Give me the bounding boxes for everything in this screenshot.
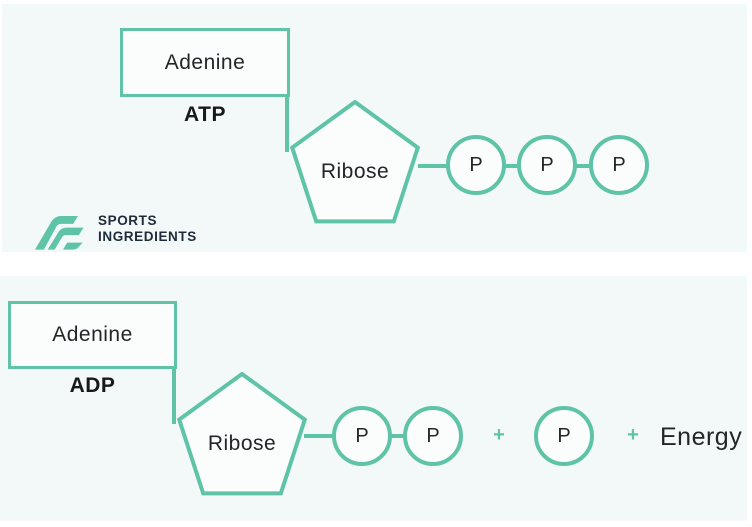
atp-ribose-pentagon: Ribose: [285, 100, 425, 236]
adp-phosphate-2: P: [403, 406, 463, 466]
logo-line-sports: SPORTS: [98, 213, 158, 228]
adp-released-phosphate-label: P: [557, 424, 571, 447]
sports-ingredients-logo-icon: [35, 216, 84, 250]
atp-adenine-label: Adenine: [164, 50, 246, 74]
adp-released-phosphate: P: [534, 406, 594, 466]
adp-adenine-ribose-connector: [172, 369, 176, 424]
atp-ribose-phosphate-connector: [418, 164, 447, 168]
adp-phosphate-connector-1: [391, 434, 404, 438]
adp-phosphate-1: P: [332, 406, 392, 466]
adp-molecule-label: ADP: [69, 374, 116, 397]
atp-phosphate-2: P: [517, 135, 577, 195]
atp-adenine-ribose-connector: [285, 97, 289, 152]
pentagon-shape-icon: [289, 100, 421, 224]
sports-ingredients-logo: SPORTS INGREDIENTS: [35, 210, 197, 250]
atp-molecule-label: ATP: [184, 103, 226, 126]
atp-panel: Adenine ATP Ribose P P P: [2, 4, 747, 252]
adp-phosphate-1-label: P: [355, 424, 369, 447]
adp-ribose-label: Ribose: [207, 432, 277, 455]
plus-sign-1: +: [493, 424, 505, 446]
atp-phosphate-3-label: P: [612, 153, 626, 176]
adp-adenine-label: Adenine: [52, 323, 133, 346]
energy-label: Energy: [660, 423, 743, 451]
adp-panel: Adenine ADP Ribose P P + P + Energy: [0, 276, 747, 521]
adp-ribose-pentagon: Ribose: [172, 372, 312, 508]
adp-adenine-box: Adenine: [8, 301, 177, 369]
atp-ribose-label: Ribose: [320, 160, 390, 183]
logo-line-ingredients: INGREDIENTS: [98, 229, 197, 244]
pentagon-shape-icon: [176, 372, 308, 496]
adp-phosphate-2-label: P: [426, 424, 440, 447]
atp-phosphate-connector-1: [505, 164, 518, 168]
atp-phosphate-1: P: [446, 135, 506, 195]
atp-adenine-box: Adenine: [120, 28, 290, 97]
plus-sign-2: +: [627, 424, 639, 446]
atp-phosphate-3: P: [589, 135, 649, 195]
atp-phosphate-1-label: P: [469, 153, 483, 176]
atp-phosphate-2-label: P: [540, 153, 554, 176]
adp-ribose-phosphate-connector: [304, 434, 333, 438]
atp-phosphate-connector-2: [576, 164, 590, 168]
sports-ingredients-logo-text: SPORTS INGREDIENTS: [98, 213, 197, 245]
